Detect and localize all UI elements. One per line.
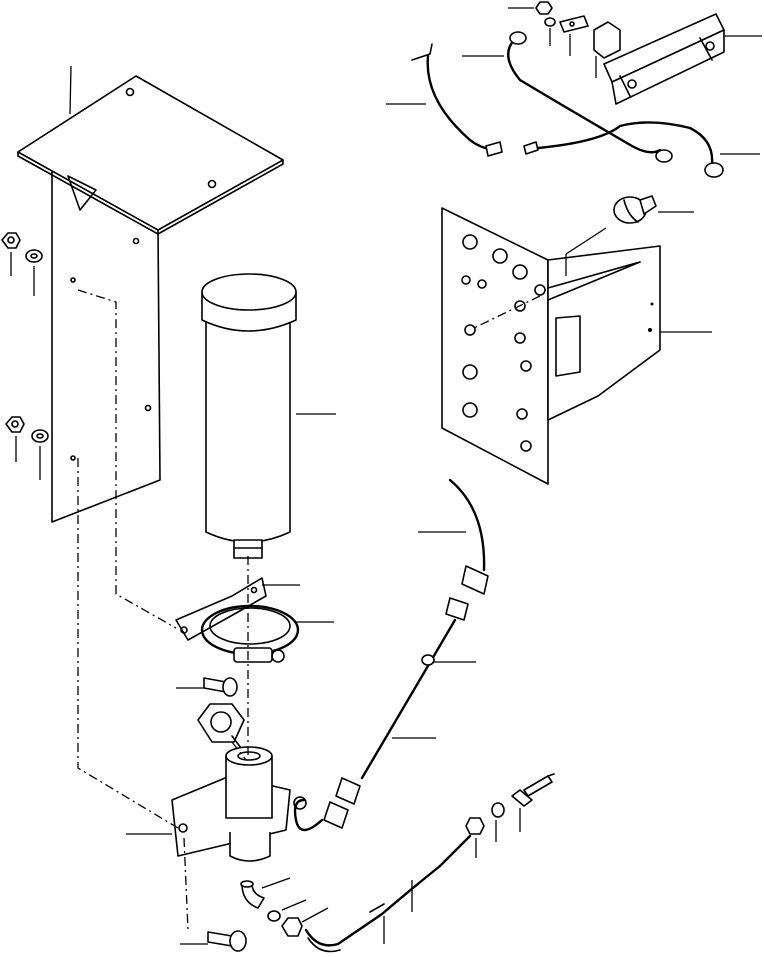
relay-plate — [559, 15, 589, 33]
filter-cap — [197, 703, 245, 753]
small-washer — [544, 17, 556, 27]
filter-head — [171, 746, 307, 862]
tube — [304, 834, 472, 953]
assembly-line-cap — [231, 741, 247, 761]
sender-switch — [511, 773, 555, 807]
ground-strap — [507, 31, 673, 163]
mounting-bracket — [17, 75, 284, 523]
head-bolt — [207, 930, 247, 952]
instrument-panel — [441, 207, 661, 485]
indicator-lamp — [613, 195, 657, 224]
jumper-wire — [523, 121, 724, 178]
fitting-nut — [281, 917, 303, 937]
relay-bracket — [603, 13, 725, 105]
assembly-line-head — [77, 458, 179, 829]
panel-washer-upper — [25, 249, 43, 263]
filter-element — [201, 273, 297, 559]
elbow-fitting — [240, 880, 265, 909]
tube-washer — [491, 802, 505, 818]
panel-nut-upper — [1, 232, 21, 249]
small-nut — [535, 1, 553, 15]
strap-bolt — [203, 677, 238, 697]
assembly-line-bolt — [183, 837, 189, 931]
hose-clamp — [200, 604, 300, 663]
fitting-washer — [267, 910, 281, 922]
tube-nut — [465, 817, 485, 835]
panel-washer-lower — [31, 429, 49, 443]
assembly-line-strap — [77, 289, 177, 629]
filter-strap — [175, 577, 267, 641]
panel-nut-lower — [5, 416, 25, 433]
wire-harness — [293, 478, 489, 832]
leader-mounting-bracket — [69, 65, 72, 115]
relay — [593, 21, 621, 59]
ground-wire — [411, 43, 503, 157]
harness-clip — [421, 654, 435, 666]
